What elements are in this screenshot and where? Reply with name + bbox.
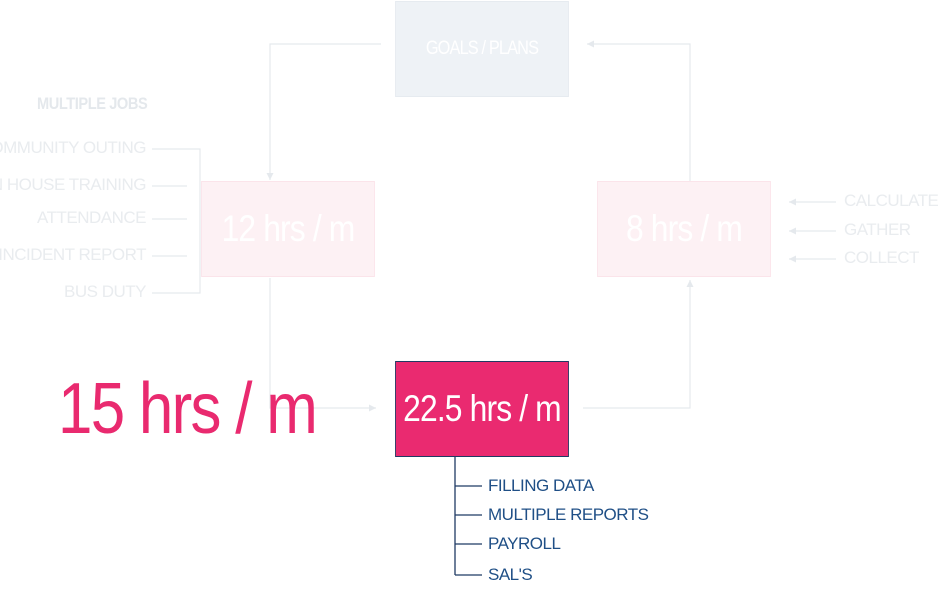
job-item: IN HOUSE TRAINING — [0, 175, 147, 194]
right-hours-value: 8 hrs / m — [625, 208, 743, 249]
job-item: INCIDENT REPORT — [0, 245, 146, 264]
input-item: GATHER — [844, 220, 911, 239]
goals-plans-label: GOALS / PLANS — [425, 38, 539, 59]
left-hours-box: 12 hrs / m — [201, 181, 375, 277]
job-item: COMMUNITY OUTING — [0, 138, 147, 157]
input-item: COLLECT — [844, 248, 919, 267]
job-item: BUS DUTY — [64, 282, 146, 301]
goals-plans-box: GOALS / PLANS — [395, 1, 569, 97]
right-hours-box: 8 hrs / m — [597, 181, 771, 277]
task-item: FILLING DATA — [488, 476, 594, 495]
task-item: PAYROLL — [488, 534, 561, 553]
highlight-hours: 15 hrs / m — [58, 369, 318, 449]
task-item: MULTIPLE REPORTS — [488, 505, 649, 524]
input-item: CALCULATE — [844, 191, 938, 210]
task-item: SAL'S — [488, 565, 533, 584]
center-hours-value: 22.5 hrs / m — [403, 388, 562, 429]
multiple-jobs-heading: MULTIPLE JOBS — [37, 94, 148, 113]
center-hours-box: 22.5 hrs / m — [395, 361, 569, 457]
left-hours-value: 12 hrs / m — [221, 208, 356, 249]
job-item: ATTENDANCE — [37, 208, 146, 227]
